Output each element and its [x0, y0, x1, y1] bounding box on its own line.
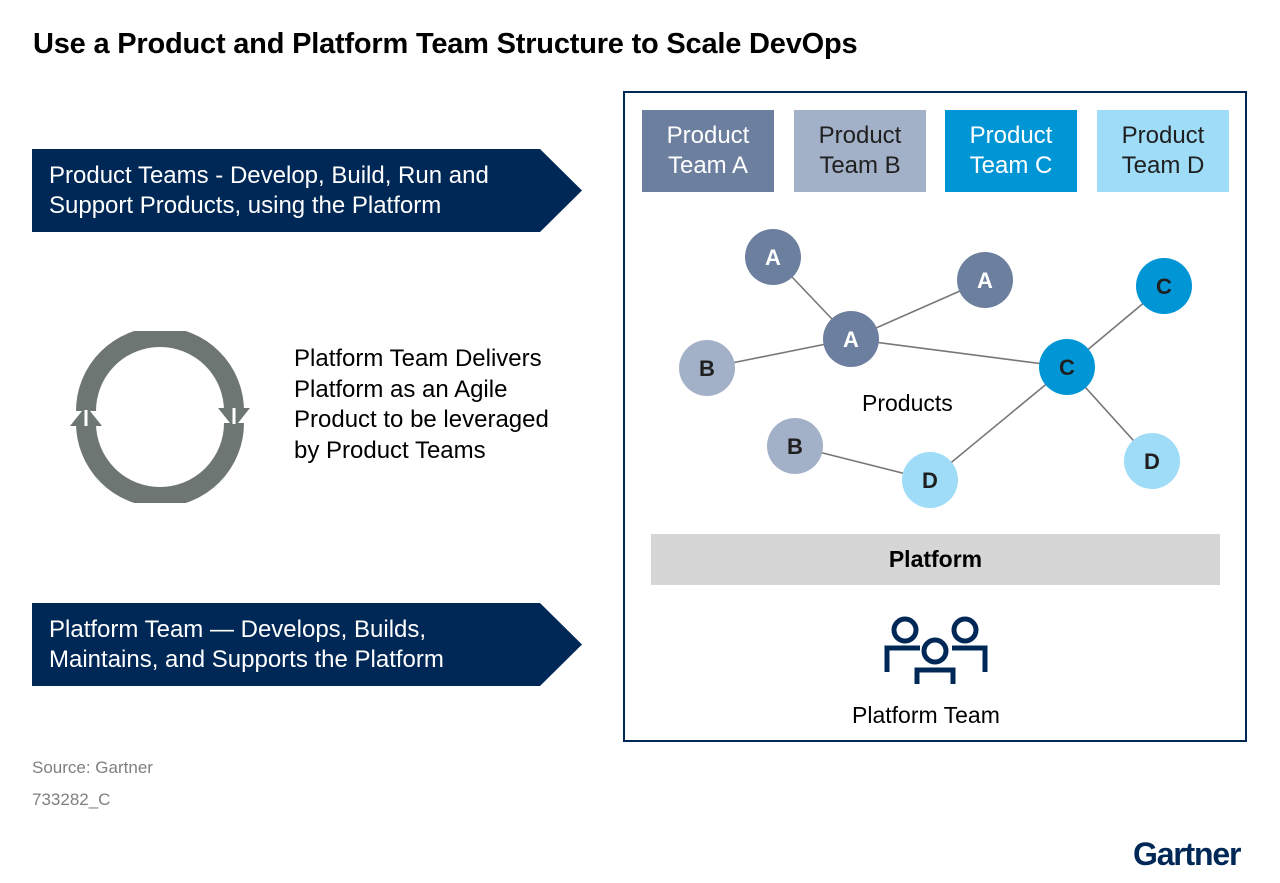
node-a-center: A: [823, 311, 879, 367]
banner-arrow-shape: [32, 603, 582, 686]
products-label: Products: [862, 390, 953, 416]
cycle-arrows-icon: [70, 331, 250, 503]
product-team-a-box: Product Team A: [642, 110, 774, 192]
node-label: B: [699, 356, 715, 381]
node-label: D: [1144, 449, 1160, 474]
structure-diagram-frame: [623, 91, 1247, 742]
node-label: A: [765, 245, 781, 270]
node-label: D: [922, 468, 938, 493]
product-team-b-box: Product Team B: [794, 110, 926, 192]
edge: [929, 366, 1068, 481]
people-group-icon: [884, 616, 988, 684]
platform-agile-product-text: Platform Team Delivers Platform as an Ag…: [294, 345, 549, 464]
platform-bar: Platform: [651, 534, 1220, 585]
document-id: 733282_C: [32, 790, 111, 809]
node-label: B: [787, 434, 803, 459]
gartner-logo: Gartner: [1133, 836, 1241, 872]
platform-team-banner: Platform Team — Develops, Builds, Mainta…: [32, 603, 582, 686]
source-note: Source: Gartner: [32, 758, 153, 777]
edge: [850, 338, 1068, 368]
node-a-right: A: [957, 252, 1013, 308]
team-label: Product Team D: [1121, 122, 1205, 179]
node-label: A: [843, 327, 859, 352]
node-d-right: D: [1124, 433, 1180, 489]
team-label: Product Team C: [969, 122, 1053, 179]
product-team-c-box: Product Team C: [945, 110, 1077, 192]
node-c-hub: C: [1039, 339, 1095, 395]
platform-team-banner-text: Platform Team — Develops, Builds, Mainta…: [49, 616, 444, 673]
node-c-top: C: [1136, 258, 1192, 314]
banner-arrow-shape: [32, 149, 582, 232]
product-team-d-box: Product Team D: [1097, 110, 1229, 192]
platform-label: Platform: [888, 546, 983, 572]
node-d-bottom: D: [902, 452, 958, 508]
node-a-top: A: [745, 229, 801, 285]
products-network: A A A B B C C D D: [679, 229, 1192, 508]
node-label: A: [977, 268, 993, 293]
team-label: Product Team A: [666, 122, 750, 179]
product-teams-banner: Product Teams - Develop, Build, Run and …: [32, 149, 582, 232]
team-label: Product Team B: [818, 122, 902, 179]
platform-team-label: Platform Team: [852, 702, 1000, 728]
node-b-bottom: B: [767, 418, 823, 474]
node-label: C: [1059, 355, 1075, 380]
node-b-left: B: [679, 340, 735, 396]
page-title: Use a Product and Platform Team Structur…: [33, 28, 858, 60]
product-teams-banner-text: Product Teams - Develop, Build, Run and …: [49, 162, 489, 219]
node-label: C: [1156, 274, 1172, 299]
